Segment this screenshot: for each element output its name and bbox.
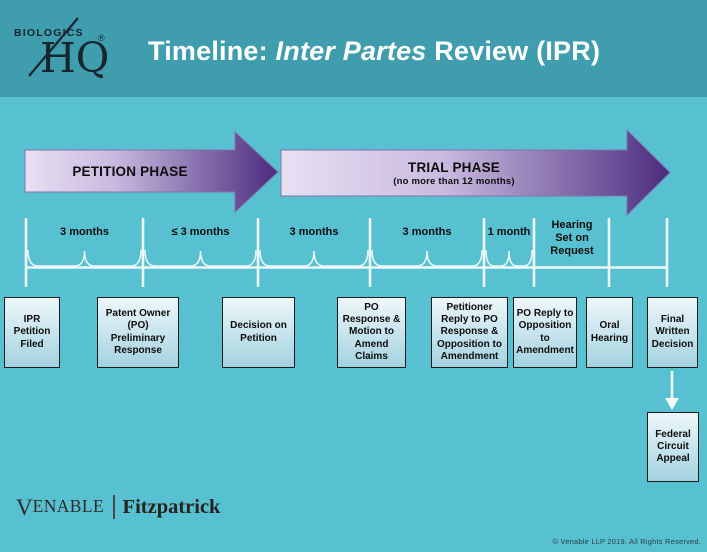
- milestone-box-petitioner-reply: Petitioner Reply to PO Response & Opposi…: [431, 297, 508, 368]
- trial-phase-arrow: TRIAL PHASE (no more than 12 months): [278, 128, 674, 217]
- petition-phase-arrow: PETITION PHASE: [22, 130, 280, 214]
- segment-braces: [27, 249, 533, 267]
- venable-wordmark: ENABLE: [32, 496, 105, 517]
- page-title: Timeline: Inter Partes Review (IPR): [148, 36, 600, 67]
- hq-text: HQ: [40, 34, 109, 82]
- segment-label-5: 1 month: [487, 226, 531, 238]
- venable-wordmark-initial: V: [16, 494, 33, 520]
- petition-phase-label: PETITION PHASE: [72, 163, 188, 179]
- milestone-box-po-preliminary-response: Patent Owner (PO) Preliminary Response: [97, 297, 179, 368]
- trial-phase-sublabel: (no more than 12 months): [393, 175, 515, 187]
- biologics-hq-logo: BIOLOGICS HQ ®: [14, 17, 109, 82]
- segment-label-3: 3 months: [289, 226, 339, 238]
- copyright-text: © Venable LLP 2019. All Rights Reserved.: [552, 537, 701, 546]
- federal-circuit-appeal-box: Federal Circuit Appeal: [647, 412, 699, 482]
- right-arrow-shape: [24, 130, 279, 214]
- segment-label-2: ≤ 3 months: [171, 226, 230, 238]
- registered-mark-icon: ®: [98, 33, 105, 43]
- biologics-text: BIOLOGICS: [14, 27, 84, 39]
- segment-label-1: 3 months: [60, 226, 109, 238]
- milestone-box-final-written-decision: Final Written Decision: [647, 297, 698, 368]
- segment-label-hearing: Hearing Set on Request: [550, 219, 594, 257]
- logo-slash: [28, 17, 79, 77]
- milestone-box-ipr-petition-filed: IPR Petition Filed: [4, 297, 60, 368]
- title-italic: Inter Partes: [275, 36, 427, 66]
- segment-label-4: 3 months: [402, 226, 452, 238]
- milestone-box-decision-on-petition: Decision on Petition: [222, 297, 295, 368]
- trial-phase-label: TRIAL PHASE: [408, 159, 500, 175]
- header-bar: BIOLOGICS HQ ® Timeline: Inter Partes Re…: [0, 0, 707, 97]
- down-arrow-icon: [665, 371, 679, 410]
- right-arrow-shape: [280, 128, 671, 217]
- fitzpatrick-wordmark: Fitzpatrick: [122, 495, 221, 518]
- title-suffix: Review (IPR): [426, 36, 601, 66]
- milestone-box-po-reply-opposition: PO Reply to Opposition to Amendment: [513, 297, 577, 368]
- milestone-box-oral-hearing: Oral Hearing: [586, 297, 633, 368]
- brand-divider: [113, 495, 115, 519]
- timeline-axis: [24, 218, 669, 287]
- tick-marks: [24, 218, 669, 287]
- milestone-box-po-response-motion-amend: PO Response & Motion to Amend Claims: [337, 297, 406, 368]
- title-prefix: Timeline:: [148, 36, 276, 66]
